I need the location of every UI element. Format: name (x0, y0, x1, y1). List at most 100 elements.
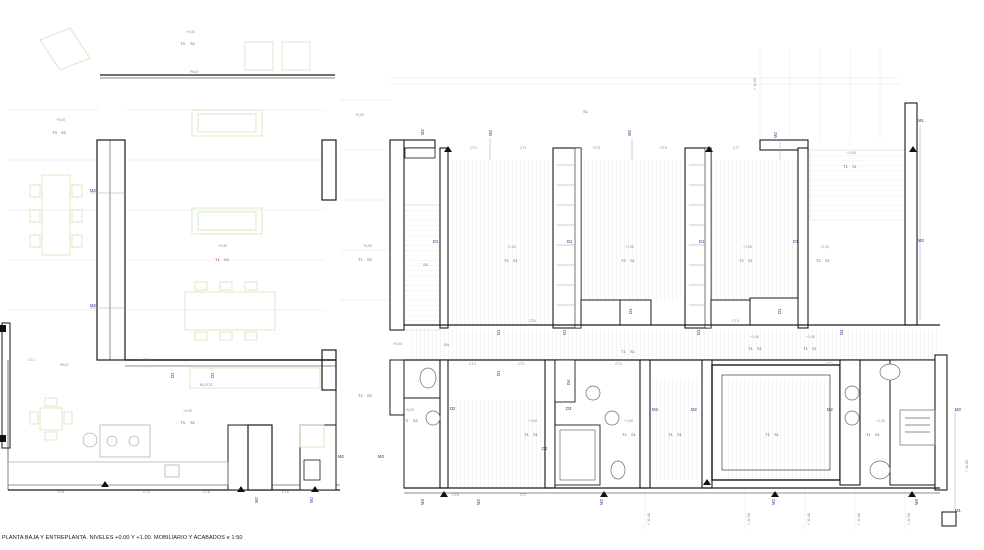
svg-text:CT5: CT5 (203, 490, 210, 494)
svg-text:M3: M3 (378, 454, 384, 459)
stair-hatch-left (403, 204, 441, 331)
svg-text:T1: T1 (215, 257, 220, 262)
svg-text:CT2: CT2 (28, 358, 35, 362)
living-block-walls (1, 74, 340, 491)
svg-text:D2: D2 (542, 446, 548, 451)
svg-text:CT8: CT8 (529, 319, 536, 323)
stair-hatch-top (809, 149, 906, 221)
svg-text:CT4: CT4 (143, 490, 150, 494)
svg-text:M2: M2 (827, 407, 833, 412)
svg-text:D1: D1 (496, 329, 501, 335)
svg-text:M3: M3 (652, 407, 658, 412)
svg-text:S3: S3 (61, 130, 67, 135)
svg-text:T2: T2 (739, 258, 744, 263)
svg-text:M2: M2 (771, 499, 776, 505)
svg-text:+ 11.80: + 11.80 (965, 460, 969, 472)
svg-text:+0,00: +0,00 (355, 113, 364, 117)
svg-text:CT4: CT4 (469, 362, 476, 366)
svg-text:D1: D1 (433, 239, 439, 244)
svg-text:+1,00: +1,00 (750, 335, 759, 339)
svg-text:S1: S1 (533, 432, 539, 437)
svg-text:S2: S2 (190, 420, 196, 425)
svg-text:S1: S1 (852, 164, 858, 169)
svg-text:CT6: CT6 (452, 493, 459, 497)
bedroom-floor-3 (712, 160, 797, 300)
svg-text:S1: S1 (825, 258, 831, 263)
svg-text:T1: T1 (843, 164, 848, 169)
svg-text:CT4: CT4 (615, 362, 622, 366)
svg-text:T3: T3 (403, 418, 408, 423)
svg-text:S3: S3 (367, 257, 373, 262)
svg-text:D1: D1 (567, 239, 573, 244)
plan-caption: PLANTA BAJA Y ENTREPLANTA. NIVELES +0.00… (2, 535, 243, 541)
svg-text:S3: S3 (367, 393, 373, 398)
corridor-floor (410, 330, 940, 360)
svg-text:S1: S1 (875, 432, 881, 437)
svg-text:+0,00: +0,00 (183, 409, 192, 413)
svg-text:S1: S1 (677, 432, 683, 437)
svg-text:CT1: CT1 (518, 362, 525, 366)
svg-text:CT1: CT1 (520, 146, 527, 150)
svg-text:S1: S1 (630, 258, 636, 263)
svg-text:T3: T3 (52, 130, 57, 135)
svg-text:T1: T1 (803, 346, 808, 351)
svg-text:T2: T2 (816, 258, 821, 263)
svg-text:+1,00: +1,00 (806, 335, 815, 339)
svg-text:M1: M1 (918, 118, 924, 123)
svg-text:M2: M2 (420, 129, 425, 135)
svg-text:+0,00: +0,00 (363, 244, 372, 248)
svg-text:CT6: CT6 (660, 146, 667, 150)
bedroom-floor-1 (450, 160, 550, 325)
svg-text:M2: M2 (309, 497, 314, 503)
bathroom-fixtures (419, 363, 936, 481)
svg-text:D1: D1 (777, 308, 782, 314)
bath-floor-2 (645, 380, 700, 480)
svg-text:M2: M2 (338, 454, 344, 459)
svg-text:+1,00: +1,00 (820, 245, 829, 249)
svg-text:D2: D2 (450, 406, 456, 411)
svg-text:CT7: CT7 (733, 146, 740, 150)
svg-text:+1,00: +1,00 (528, 419, 537, 423)
svg-text:M2: M2 (627, 130, 632, 136)
svg-text:+ 11.60: + 11.60 (753, 78, 757, 90)
section-markers (0, 146, 957, 527)
svg-text:T1: T1 (668, 432, 673, 437)
svg-text:D1: D1 (210, 372, 215, 378)
svg-text:+ 11.60: + 11.60 (857, 513, 861, 525)
living-furniture (29, 27, 325, 448)
svg-text:+0,00: +0,00 (56, 118, 65, 122)
svg-text:T3: T3 (180, 41, 185, 46)
svg-text:+1,00: +1,00 (625, 245, 634, 249)
svg-text:+1,00: +1,00 (847, 151, 856, 155)
svg-text:M2: M2 (254, 497, 259, 503)
svg-text:T1: T1 (358, 257, 363, 262)
svg-text:+ 11.60: + 11.60 (907, 513, 911, 525)
svg-text:T1: T1 (866, 432, 871, 437)
level-annotations: +0,00 +0,00 +0,00 +0,00 +0,00 +0,00 +0,0… (28, 30, 885, 497)
svg-text:CT4: CT4 (732, 319, 739, 323)
svg-text:D4: D4 (566, 379, 571, 385)
svg-text:+1,00: +1,00 (507, 245, 516, 249)
svg-text:+0,00: +0,00 (393, 342, 402, 346)
svg-text:M3: M3 (914, 499, 919, 505)
svg-text:M2: M2 (691, 407, 697, 412)
svg-text:D1: D1 (562, 329, 567, 335)
svg-text:D4: D4 (839, 329, 844, 335)
svg-text:CT8: CT8 (57, 490, 64, 494)
svg-text:M2: M2 (488, 130, 493, 136)
svg-text:CT7: CT7 (520, 493, 527, 497)
svg-text:+ 11.60: + 11.60 (647, 513, 651, 525)
svg-text:M3: M3 (420, 499, 425, 505)
svg-text:T1: T1 (621, 349, 626, 354)
svg-text:S2: S2 (190, 41, 196, 46)
svg-text:M2: M2 (90, 303, 96, 308)
svg-text:+1,00: +1,00 (743, 245, 752, 249)
bedroom-floor-2 (583, 160, 683, 300)
svg-text:+0,00: +0,00 (405, 408, 414, 412)
svg-text:T1: T1 (524, 432, 529, 437)
svg-text:+0,00: +0,00 (186, 30, 195, 34)
wall-codes: M2 M2 M2 M3 M2 M2 M2 M2 M1 M2 M3 M2 M2 M… (90, 118, 961, 513)
svg-text:D1: D1 (699, 239, 705, 244)
